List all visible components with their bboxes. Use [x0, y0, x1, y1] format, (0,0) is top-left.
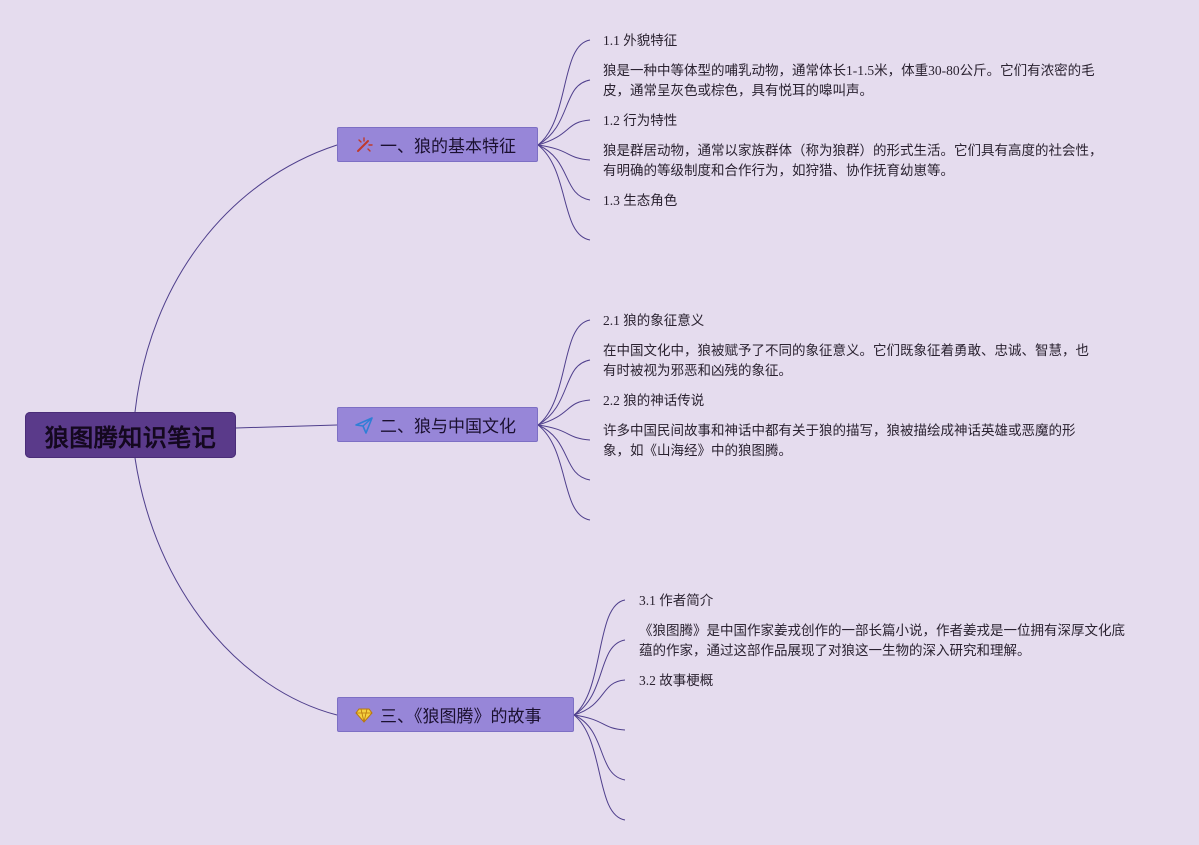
branch-story[interactable]: 三、《狼图腾》的故事 — [337, 697, 574, 732]
link-b1-c2 — [537, 79, 591, 146]
subtopic-behavior[interactable]: 1.2 行为特性 — [603, 113, 678, 128]
link-b3-c2 — [573, 639, 626, 716]
subtopic-symbolism[interactable]: 2.1 狼的象征意义 — [603, 313, 705, 328]
link-b1-c6 — [537, 144, 591, 241]
link-b1-c4 — [537, 144, 591, 161]
note-appearance[interactable]: 狼是一种中等体型的哺乳动物，通常体长1-1.5米，体重30-80公斤。它们有浓密… — [603, 63, 1095, 98]
subtopic-author[interactable]: 3.1 作者简介 — [639, 593, 714, 608]
link-b2-c3 — [537, 399, 591, 426]
link-b3-c1 — [573, 599, 626, 716]
branch-label: 二、狼与中国文化 — [380, 417, 516, 437]
link-b1-c3 — [537, 119, 591, 146]
diamond-icon — [354, 705, 374, 725]
note-behavior[interactable]: 狼是群居动物，通常以家族群体（称为狼群）的形式生活。它们具有高度的社会性，有明确… — [603, 143, 1103, 178]
subtopic-mythology[interactable]: 2.2 狼的神话传说 — [603, 393, 705, 408]
branch-label: 一、狼的基本特征 — [380, 137, 516, 157]
paper-plane-icon — [354, 415, 374, 435]
link-b3-c6 — [573, 714, 626, 821]
note-mythology[interactable]: 许多中国民间故事和神话中都有关于狼的描写，狼被描绘成神话英雄或恶魔的形象，如《山… — [603, 423, 1076, 458]
subtopic-synopsis[interactable]: 3.2 故事梗概 — [639, 673, 714, 688]
magic-wand-icon — [354, 135, 374, 155]
link-root-branch3 — [134, 457, 338, 716]
link-b3-c5 — [573, 714, 626, 781]
link-b2-c6 — [537, 424, 591, 521]
link-root-branch1 — [134, 144, 338, 413]
root-topic[interactable]: 狼图腾知识笔记 — [25, 412, 236, 458]
root-topic-label: 狼图腾知识笔记 — [44, 423, 217, 452]
branch-culture[interactable]: 二、狼与中国文化 — [337, 407, 538, 442]
link-b3-c4 — [573, 714, 626, 731]
link-b2-c4 — [537, 424, 591, 441]
subtopic-appearance[interactable]: 1.1 外貌特征 — [603, 33, 678, 48]
link-b2-c1 — [537, 319, 591, 426]
link-b1-c5 — [537, 144, 591, 201]
link-root-branch2 — [235, 424, 338, 429]
link-b3-c3 — [573, 679, 626, 716]
branch-label: 三、《狼图腾》的故事 — [380, 707, 542, 727]
note-symbolism[interactable]: 在中国文化中，狼被赋予了不同的象征意义。它们既象征着勇敢、忠诚、智慧，也有时被视… — [603, 343, 1089, 378]
note-author[interactable]: 《狼图腾》是中国作家姜戎创作的一部长篇小说，作者姜戎是一位拥有深厚文化底蕴的作家… — [639, 623, 1125, 658]
branch-basic-features[interactable]: 一、狼的基本特征 — [337, 127, 538, 162]
link-b2-c2 — [537, 359, 591, 426]
link-b2-c5 — [537, 424, 591, 481]
link-b1-c1 — [537, 39, 591, 146]
subtopic-ecology[interactable]: 1.3 生态角色 — [603, 193, 678, 208]
